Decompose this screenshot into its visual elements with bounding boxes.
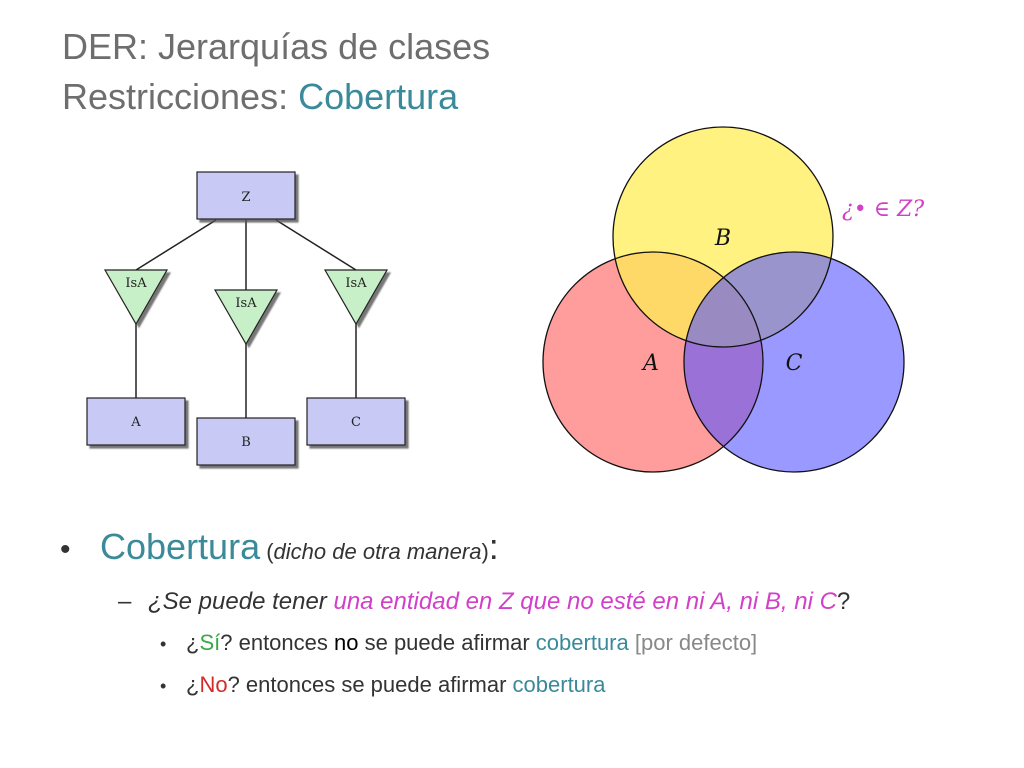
- venn-outline-c: [683, 251, 905, 473]
- isa-middle-triangle: [213, 289, 279, 346]
- venn-question: ¿• ∈ Z?: [842, 197, 924, 222]
- entity-b-box: [196, 417, 296, 466]
- isa-middle-label: IsA: [235, 296, 257, 311]
- bullet-paren: (dicho de otra manera): [260, 539, 489, 564]
- title-prefix: Restricciones:: [62, 76, 299, 117]
- answer-no: • ¿No? entonces se puede afirmar cobertur…: [160, 672, 605, 698]
- slide-title: DER: Jerarquías de clases Restricciones:…: [62, 22, 490, 122]
- venn-label-a: A: [641, 351, 659, 376]
- isa-middle: IsA: [213, 289, 279, 346]
- title-line-1: DER: Jerarquías de clases: [62, 26, 491, 67]
- isa-left-label: IsA: [125, 276, 147, 291]
- answer-no-word: No: [199, 672, 228, 697]
- entity-b-label: B: [241, 435, 251, 450]
- question-prefix: ¿Se puede tener: [148, 588, 334, 615]
- answer-si-dot: •: [160, 634, 167, 654]
- isa-left-triangle: [103, 269, 169, 326]
- answer-si: • ¿Sí? entonces no se puede afirmar cober…: [160, 630, 757, 656]
- title-line-2: Restricciones: Cobertura: [62, 72, 490, 122]
- answer-no-mid1: ? entonces se puede afirmar: [227, 672, 513, 697]
- answer-si-open: ¿: [186, 630, 200, 655]
- er-diagram: Z IsA IsA IsA A B C: [86, 171, 406, 466]
- bullet-cobertura: • Cobertura (dicho de otra manera):: [60, 526, 499, 568]
- answer-si-suffix: [por defecto]: [628, 630, 758, 655]
- answer-si-strong: no: [334, 630, 359, 655]
- title-accent: Cobertura: [298, 76, 459, 117]
- entity-c-box: [306, 397, 406, 446]
- isa-left: IsA: [103, 269, 169, 326]
- paren-text: dicho de otra manera: [273, 539, 482, 564]
- answer-no-term: cobertura: [512, 672, 606, 697]
- answer-no-dot: •: [160, 676, 167, 696]
- paren-close: ): [481, 539, 489, 564]
- entity-z-label: Z: [241, 190, 250, 205]
- entity-z: Z: [196, 171, 296, 220]
- venn-circle-c: [684, 252, 904, 472]
- answer-si-term: cobertura: [535, 630, 629, 655]
- venn-outline-a: [542, 251, 764, 473]
- connector-z-isa-right: [275, 219, 357, 271]
- entity-a: A: [86, 397, 186, 446]
- entity-c: C: [306, 397, 406, 446]
- bullet-term: Cobertura: [100, 526, 261, 567]
- answer-no-open: ¿: [186, 672, 200, 697]
- isa-right: IsA: [323, 269, 389, 326]
- answer-si-mid2: se puede afirmar: [358, 630, 536, 655]
- question-highlight: una entidad en Z que no esté en ni A, ni…: [333, 588, 837, 615]
- answer-si-mid1: ? entonces: [220, 630, 334, 655]
- entity-z-box: [196, 171, 296, 220]
- connector-z-isa-left: [135, 219, 217, 271]
- bullet-colon: :: [488, 526, 499, 567]
- venn-label-c: C: [786, 351, 803, 376]
- question-suffix: ?: [836, 588, 851, 615]
- sub-dash: –: [118, 588, 132, 615]
- paren-open: (: [260, 539, 274, 564]
- entity-b: B: [196, 417, 296, 466]
- answer-si-word: Sí: [199, 630, 221, 655]
- bullet-dot: •: [60, 533, 71, 566]
- entity-c-label: C: [351, 415, 361, 430]
- venn-label-b: B: [714, 226, 731, 251]
- entity-a-label: A: [130, 415, 141, 430]
- venn-diagram: A B C ¿• ∈ Z?: [542, 126, 924, 473]
- entity-a-box: [86, 397, 186, 446]
- isa-right-label: IsA: [345, 276, 367, 291]
- isa-right-triangle: [323, 269, 389, 326]
- er-connectors: [135, 219, 357, 418]
- venn-outline-b: [612, 126, 834, 348]
- sub-bullet-question: –¿Se puede tener una entidad en Z que no…: [118, 588, 850, 616]
